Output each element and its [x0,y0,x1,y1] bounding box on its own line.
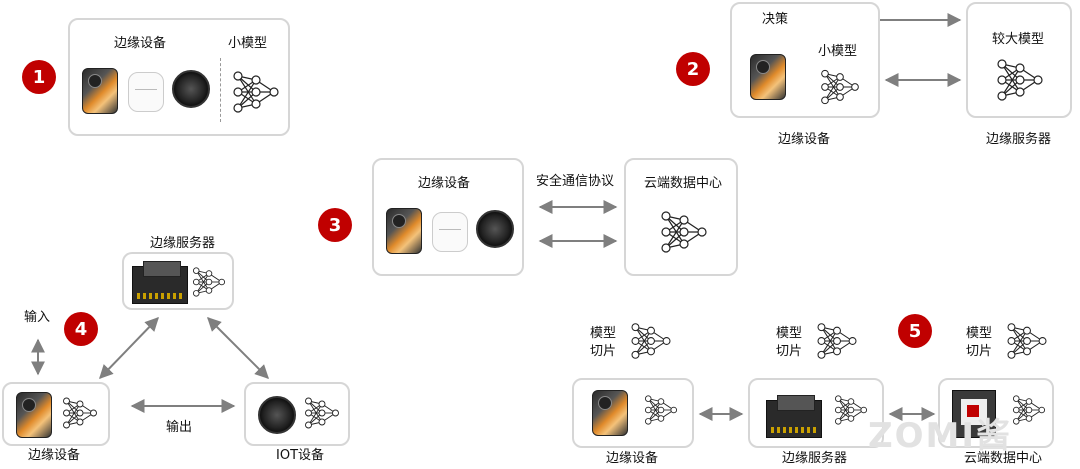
neural-network-icon [660,210,708,254]
neural-network-icon [192,266,226,298]
arrow-edge-server-4 [99,316,159,380]
cloud-datacenter-label: 云端数据中心 [644,176,723,191]
neural-network-icon [816,322,858,360]
neural-network-icon [996,58,1044,102]
cloud-server-icon [952,390,996,438]
edge-device-caption: 边缘设备 [606,451,659,466]
neural-network-icon [834,394,868,426]
scenario-1-box: 边缘设备 小模型 [68,18,290,136]
scenario-4-server-box [122,252,234,310]
scenario-2-edge-box [730,2,880,118]
model-slice-label-1a: 模型 [590,326,617,341]
model-slice-label-1b: 切片 [590,344,617,359]
scenario-5-cloud-box [938,378,1054,448]
smartphone-icon [592,390,628,436]
earbuds-icon [432,212,468,252]
scenario-3-edge-box: 边缘设备 [372,158,524,276]
neural-network-icon [630,322,672,360]
smartwatch-icon [172,70,210,108]
scenario-3-cloud-box: 云端数据中心 [624,158,738,276]
smartphone-icon [750,54,786,100]
smartwatch-icon [258,396,296,434]
model-slice-label-3b: 切片 [966,344,993,359]
neural-network-icon [232,70,280,114]
divider [220,58,221,122]
neural-network-icon [1012,394,1046,426]
edge-device-caption: 边缘设备 [28,448,81,463]
scenario-2-server-box: 较大模型 [966,2,1072,118]
small-model-label: 小模型 [228,36,268,51]
edge-server-caption: 边缘服务器 [782,451,848,466]
smartphone-icon [386,208,422,254]
scenario-5-edge-box [572,378,694,448]
neural-network-icon [644,394,678,426]
small-model-label: 小模型 [818,44,858,59]
secure-protocol-label: 安全通信协议 [536,174,615,189]
model-slice-label-2a: 模型 [776,326,803,341]
scenario-1-badge: 1 [22,60,56,94]
model-slice-label-2b: 切片 [776,344,803,359]
scenario-4-badge: 4 [64,312,98,346]
earbuds-icon [128,72,164,112]
arrow-server-iot-4 [207,317,269,379]
edge-device-caption: 边缘设备 [778,132,831,147]
edge-device-label: 边缘设备 [418,176,471,191]
edge-server-label: 边缘服务器 [150,236,216,251]
watermark: ZOMI酱 [868,416,1013,456]
neural-network-icon [304,396,340,430]
neural-network-icon [1006,322,1048,360]
smartphone-icon [82,68,118,114]
edge-board-icon [132,261,188,304]
edge-server-caption: 边缘服务器 [986,132,1052,147]
output-label: 输出 [166,420,193,435]
model-slice-label-3a: 模型 [966,326,993,341]
scenario-4-iot-box [244,382,350,446]
decision-label: 决策 [762,12,789,27]
large-model-label: 较大模型 [992,32,1045,47]
edge-board-icon [766,395,822,438]
scenario-5-server-box [748,378,884,448]
neural-network-icon [62,396,98,430]
smartwatch-icon [476,210,514,248]
edge-device-label: 边缘设备 [114,36,167,51]
smartphone-icon [16,392,52,438]
scenario-2-badge: 2 [676,52,710,86]
scenario-3-badge: 3 [318,208,352,242]
neural-network-icon [820,68,860,106]
cloud-datacenter-caption: 云端数据中心 [964,451,1043,466]
iot-device-caption: IOT设备 [276,448,325,463]
input-label: 输入 [24,310,51,325]
scenario-4-edge-box [2,382,110,446]
scenario-5-badge: 5 [898,314,932,348]
